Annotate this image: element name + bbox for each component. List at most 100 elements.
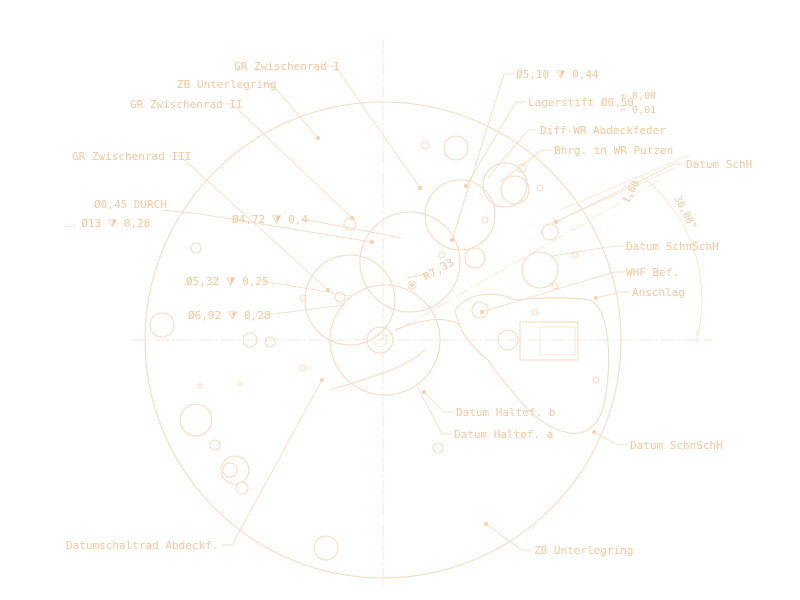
hole [149, 312, 175, 338]
label-datum-schnschh-2: Datum SchnSchH [630, 439, 723, 452]
hole [242, 332, 258, 348]
lever-outline [454, 293, 610, 434]
hole [420, 140, 430, 150]
hole [299, 364, 307, 372]
label-datum-schnschh-1: Datum SchnSchH [626, 240, 719, 253]
label-dim-30deg: 30,00° [671, 194, 698, 231]
gear-circle [500, 175, 530, 205]
marker-dot [418, 186, 422, 190]
hole [179, 403, 213, 437]
gear-circle [541, 223, 559, 241]
leader [222, 103, 353, 219]
hole [592, 376, 600, 384]
hole [299, 294, 307, 302]
holes [149, 135, 600, 561]
center-wheel [366, 326, 394, 354]
label-datum-haltef-b: Datum Haltef. b [456, 406, 555, 419]
label-anschlag: Anschlag [632, 286, 685, 299]
leader [485, 523, 532, 551]
leader [451, 73, 514, 241]
label-datum-haltef-a: Datum Haltef. a [454, 428, 553, 441]
leader [405, 273, 431, 279]
marker-dot [422, 390, 426, 394]
gear-circle [329, 284, 441, 396]
marker-dot [484, 522, 488, 526]
leader [487, 129, 538, 179]
leader [465, 101, 526, 187]
leader [170, 155, 329, 291]
leader [499, 149, 552, 183]
leader [301, 218, 403, 239]
label-gr-zwischenrad-3: GR Zwischenrad III [72, 150, 191, 163]
label-r-733: R7,33 [421, 256, 456, 284]
angled-center-line [379, 179, 661, 341]
label-dia-692: Ø6,92 ⧩ 0,28 [188, 309, 271, 322]
leader [161, 209, 373, 243]
label-zb-unterlegring-bottom: ZB Unterlegring [534, 544, 633, 557]
label-tol-plus: + 0,00 [620, 91, 656, 102]
gear-circle [407, 280, 417, 290]
leader [481, 271, 624, 313]
gear-circle [497, 329, 519, 351]
leader [261, 280, 353, 297]
gear-circle [424, 179, 496, 251]
hole [536, 184, 544, 192]
label-bhrg: Bhrg. in WR Putzen [554, 144, 673, 157]
lever-slot-inner [539, 326, 576, 356]
leader-lines [161, 65, 684, 551]
gear-circle [359, 211, 461, 313]
gear-circle [521, 251, 559, 289]
label-datum-schh: Datum SchH [686, 158, 752, 171]
gear-circle [464, 247, 486, 269]
leader [595, 291, 630, 299]
hole [481, 216, 489, 224]
marker-dot [370, 240, 374, 244]
gear-circle [471, 301, 489, 319]
gear-circle [482, 162, 528, 208]
gear-circle [334, 291, 346, 303]
labels: GR Zwischenrad I ZB Unterlegring GR Zwis… [66, 60, 752, 557]
leader [265, 304, 346, 316]
hole [209, 439, 221, 451]
hole [443, 135, 469, 161]
marker-dot [326, 288, 330, 292]
marker-dot [316, 136, 320, 140]
arm-curve [394, 319, 461, 331]
gear-train [304, 162, 559, 396]
hole [264, 336, 276, 348]
hole [432, 442, 444, 454]
center-wheel-hole [372, 332, 388, 348]
marker-dot [320, 378, 324, 382]
marker-dot [350, 216, 354, 220]
leader [415, 383, 452, 435]
main-plate-outline [144, 101, 622, 579]
hole [222, 462, 238, 478]
label-dia-532: Ø5,32 ⧩ 0,25 [186, 275, 269, 288]
leader [423, 391, 454, 413]
hole [551, 282, 559, 290]
marker-dot [450, 238, 454, 242]
hole [237, 381, 243, 387]
marker-dot [480, 310, 484, 314]
leader [222, 379, 323, 546]
marker-dot [410, 283, 414, 287]
label-tol-minus: − 0,01 [620, 105, 656, 116]
label-dia-045-durch: Ø0,45 DURCH [94, 198, 167, 211]
label-diff-wr: Diff-WR Abdeckfeder [540, 124, 666, 137]
label-gr-zwischenrad-2: GR Zwischenrad II [130, 98, 243, 111]
leader-markers [316, 136, 598, 526]
gear-circle [304, 254, 396, 346]
leader [551, 245, 624, 257]
label-zb-unterlegring-top: ZB Unterlegring [177, 78, 276, 91]
hole [313, 535, 339, 561]
label-lagerstift: Lagerstift Ø0,50 [528, 96, 634, 109]
hole [531, 308, 539, 316]
leader [593, 431, 628, 446]
hole [438, 251, 446, 259]
hole [220, 455, 250, 485]
marker-dot [554, 220, 558, 224]
hole [197, 383, 203, 389]
label-dia-510: Ø5,10 ⧩ 0,44 [516, 68, 599, 81]
leader [555, 163, 684, 223]
